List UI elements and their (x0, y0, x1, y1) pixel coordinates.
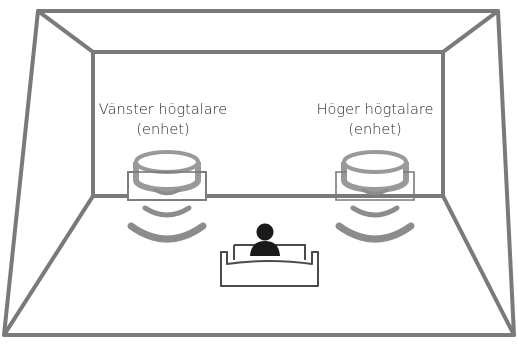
left-speaker-label-line1: Vänster högtalare (98, 102, 228, 118)
right-speaker-body (335, 171, 415, 201)
right-speaker-label: Höger högtalare (enhet) (283, 100, 467, 140)
listener-body (250, 241, 280, 256)
right-speaker-label-line2: (enhet) (348, 122, 402, 138)
room-outline (2, 9, 516, 337)
left-speaker-ring-top (134, 150, 200, 174)
left-speaker (127, 150, 207, 243)
left-speaker-body-overlay (127, 171, 207, 201)
left-speaker-label: Vänster högtalare (enhet) (72, 100, 254, 140)
room-edge-top-right (441, 9, 500, 54)
listener (220, 223, 319, 287)
room-edge-bottom-right (441, 194, 516, 337)
right-speaker (335, 150, 415, 243)
right-speaker-ring-top (342, 150, 408, 174)
right-speaker-label-line1: Höger högtalare (316, 102, 434, 118)
sofa (220, 251, 319, 287)
left-speaker-label-line2: (enhet) (136, 122, 190, 138)
room-edge-bottom-left (2, 194, 95, 337)
room-edge-top-left (36, 9, 95, 54)
left-sound-waves (127, 188, 207, 243)
right-sound-waves (335, 188, 415, 243)
listener-head (256, 223, 274, 241)
